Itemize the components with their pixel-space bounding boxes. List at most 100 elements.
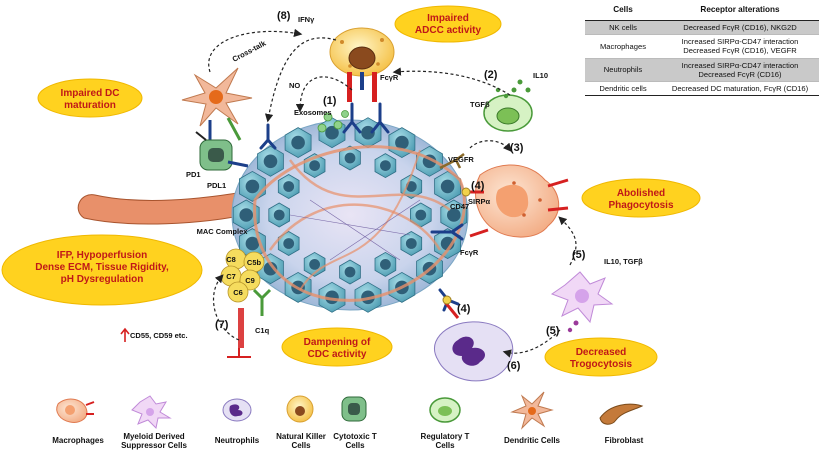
step-5a: (5): [572, 249, 586, 261]
tumor-cell-nucleus: [245, 179, 260, 194]
step-7: (7): [215, 319, 229, 331]
label-crosstalk: Cross-talk: [231, 38, 268, 64]
cytotoxic-t-cell: [195, 131, 249, 171]
callout-cdc-line1: Dampening of: [304, 337, 371, 348]
callout-adcc: Impaired ADCC activity: [394, 5, 502, 43]
macrophage-icon: [56, 398, 95, 423]
neutrophil-icon: [222, 398, 252, 422]
table-cell-name: Macrophages: [585, 34, 661, 59]
callout-dc-line2: maturation: [64, 100, 116, 111]
table-cell-alteration: Increased SIRPα-CD47 interaction Decreas…: [661, 58, 819, 83]
step-4a: (4): [471, 180, 485, 192]
nk-cell: [329, 27, 395, 102]
table-cell-name: NK cells: [585, 20, 661, 36]
table-row: Neutrophils Increased SIRPα-CD47 interac…: [585, 58, 819, 83]
callout-phago-line1: Abolished: [617, 188, 665, 199]
tumor-cell-nucleus: [447, 208, 461, 222]
mdsc-cell: [550, 271, 614, 333]
tumor-cell-nucleus: [380, 259, 391, 270]
legend-label-neutrophils: Neutrophils: [214, 436, 260, 445]
callout-adcc-line1: Impaired: [427, 13, 469, 24]
label-pdl1: PDL1: [207, 181, 226, 190]
label-fcgr-nk: FcγR: [380, 73, 399, 82]
tumor-cell-nucleus: [395, 135, 409, 150]
label-pd1: PD1: [186, 170, 201, 179]
tumor-cell-nucleus: [283, 181, 295, 192]
label-c6: C6: [233, 288, 243, 297]
callout-cdc-line2: CDC activity: [308, 349, 367, 360]
table-cell-alteration: Increased SIRPα-CD47 interaction Decreas…: [661, 34, 819, 59]
step-labels: (8) (1) (2) (3) (4) (4) (5) (5) (6) (7): [215, 10, 586, 372]
tumor-cell-nucleus: [325, 125, 339, 140]
label-c8: C8: [226, 255, 236, 264]
dashed-arrows: [208, 28, 577, 358]
label-il10-tgfb: IL10, TGFβ: [604, 257, 643, 266]
callout-dc: Impaired DC maturation: [37, 78, 143, 118]
step-6: (6): [507, 360, 521, 372]
tumor-cell-nucleus: [344, 266, 356, 278]
step-5b: (5): [546, 325, 560, 337]
complement-cluster: [220, 248, 265, 303]
tumor-cell-nucleus: [309, 259, 320, 270]
tumor-cell-nucleus: [344, 152, 356, 164]
label-vegfr: VEGFR: [448, 155, 474, 164]
regulatory-t-cell: [483, 79, 533, 132]
label-cd47: CD47: [450, 202, 469, 211]
label-no: NO: [289, 81, 300, 90]
step-8: (8): [277, 10, 291, 22]
legend-label-mdsc: Myeloid Derived Suppressor Cells: [121, 432, 187, 450]
regulatory-t-cell-icon: [429, 397, 461, 423]
tumor-cell-nucleus: [239, 208, 253, 222]
tumor-cell-nucleus: [361, 125, 375, 140]
label-c5b: C5b: [247, 258, 262, 267]
tumor-cell-nucleus: [273, 209, 285, 221]
callout-trogo-line1: Decreased: [576, 347, 627, 358]
label-c9: C9: [245, 276, 255, 285]
tumor-cell-nucleus: [415, 209, 427, 221]
tumor-cell-nucleus: [291, 135, 305, 150]
callout-dc-line1: Impaired DC: [61, 88, 120, 99]
tumor-cell-nucleus: [263, 261, 278, 276]
c1q-antibody: [252, 288, 272, 316]
label-mac: MAC Complex: [197, 227, 249, 236]
legend-label-macrophages: Macrophages: [52, 436, 104, 445]
tumor-cell-nucleus: [440, 179, 455, 194]
label-c7: C7: [226, 272, 236, 281]
label-il10: IL10: [533, 71, 548, 80]
table-row: NK cells Decreased FcγR (CD16), NKG2D: [585, 20, 819, 36]
step-3: (3): [510, 142, 524, 154]
molecule-labels: Cross-talk IFNγ NO Exosomes FcγR IL10 TG…: [130, 15, 643, 340]
nk-cell-icon: [286, 395, 314, 423]
legend-label-nk: Natural Killer Cells: [276, 432, 326, 450]
label-sirpa: SIRPα: [468, 197, 491, 206]
dendritic-cell-icon: [510, 391, 554, 430]
table-header-alterations: Receptor alterations: [661, 2, 819, 21]
table-row: Macrophages Increased SIRPα-CD47 interac…: [585, 34, 819, 59]
tumor-cell-nucleus: [380, 160, 391, 172]
table-row: Dendritic cells Decreased DC maturation,…: [585, 81, 819, 97]
callout-adcc-line2: ADCC activity: [415, 25, 482, 36]
callout-trogo: Decreased Trogocytosis: [544, 337, 658, 377]
legend-label-dc: Dendritic Cells: [503, 436, 560, 445]
table-cell-name: Dendritic cells: [585, 81, 661, 97]
tumor-cell-nucleus: [245, 236, 260, 251]
exosomes: [317, 110, 349, 133]
callout-tme-line1: IFP, Hypoperfusion: [57, 250, 147, 261]
neutrophil: [433, 295, 514, 382]
step-2: (2): [484, 69, 498, 81]
table-cell-name: Neutrophils: [585, 58, 661, 83]
fibroblast-icon: [599, 403, 644, 425]
label-exosomes: Exosomes: [294, 108, 332, 117]
macrophage: [461, 164, 569, 238]
callout-phago: Abolished Phagocytosis: [581, 178, 701, 218]
receptor-table: Cells Receptor alterations NK cells Decr…: [585, 2, 819, 97]
cytotoxic-t-cell-icon: [341, 396, 367, 422]
legend-label-treg: Regulatory T Cells: [420, 432, 470, 450]
up-arrow-icon: [120, 327, 130, 342]
mdsc-icon: [131, 395, 172, 430]
callout-tme-line3: pH Dysregulation: [61, 274, 144, 285]
table-cell-alteration: Decreased DC maturation, FcγR (CD16): [661, 81, 819, 97]
step-1: (1): [323, 95, 337, 107]
dendritic-cell: [181, 67, 253, 141]
